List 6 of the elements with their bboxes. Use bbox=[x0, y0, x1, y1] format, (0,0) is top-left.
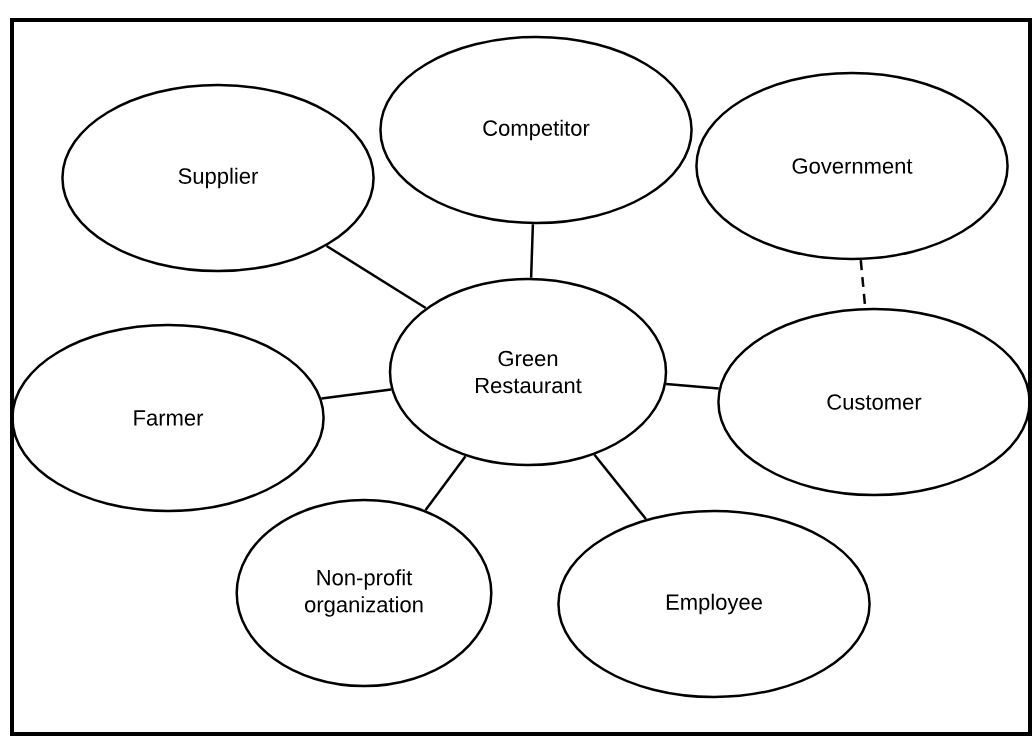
connector-line bbox=[593, 454, 647, 520]
connector-line bbox=[321, 388, 392, 400]
connector-line bbox=[666, 382, 719, 390]
connector-line bbox=[325, 244, 427, 310]
connector-line bbox=[529, 224, 535, 278]
connector-line bbox=[424, 455, 467, 511]
